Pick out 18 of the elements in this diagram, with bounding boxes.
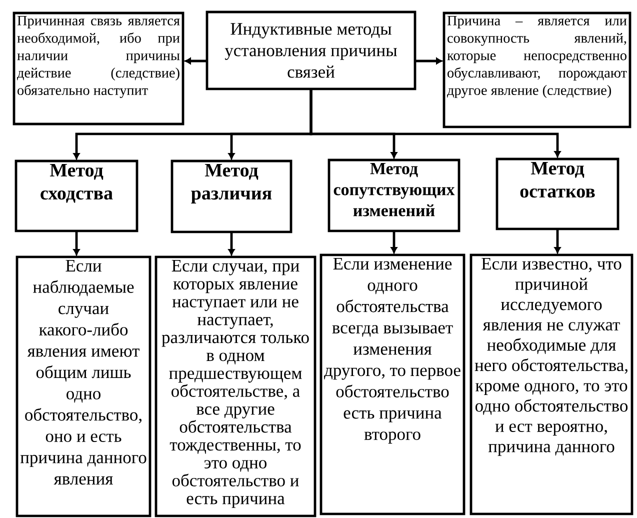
arrow (415, 58, 442, 64)
arrow (228, 232, 235, 256)
arrow (310, 88, 561, 158)
description-box: Если известно, что причиной исследуемого явления не служат необходимые для него обстоятельства, кроме одного, то это одно обстоятельство и ест вероятно, причина данного (470, 254, 634, 516)
method-box: Метод сходства (14, 160, 138, 232)
description-box: Если случаи, при которых явление наступает или не наступает, различаются только в одном предшествующем обстоятельстве, а все другие обстоятельства тождественны, то это одно обстоятельство и есть причина (154, 256, 316, 518)
method-box: Метод сопутствующих изменений (328, 158, 460, 232)
definition-box: Причинная связь является необходимой, ибо при наличии причины действие (следствие) обязательно наступит (12, 12, 184, 126)
method-box: Метод остатков (496, 158, 620, 230)
definition-box: Причина – является или совокупность явлений, которые непосредственно обуславливают, порождают другое явление (следствие) (442, 12, 632, 128)
method-box: Метод различия (170, 160, 292, 234)
title-box: Индуктивные методы установления причины связей (206, 10, 416, 90)
arrow (390, 230, 398, 254)
arrow (73, 230, 80, 256)
arrow (554, 228, 561, 254)
description-box: Если изменение одного обстоятельства всегда вызывает изменения другого, то первое обстоятельство есть причина второго (320, 254, 466, 516)
description-box: Если наблюдаемые случаи какого-либо явления имеют общим лишь одно обстоятельство, оно и есть причина данного явления (16, 256, 152, 518)
arrow (184, 58, 207, 64)
